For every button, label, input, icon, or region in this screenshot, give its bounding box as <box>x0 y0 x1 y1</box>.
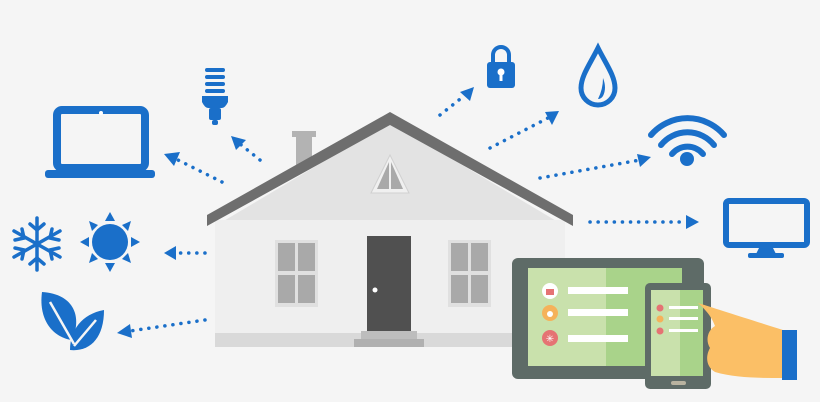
laptop-icon <box>45 106 155 178</box>
snowflake-icon <box>12 216 62 272</box>
pointing-hand <box>698 303 797 380</box>
arrowhead-icon <box>117 324 132 338</box>
leaf-icon <box>41 292 104 351</box>
light-bulb-icon <box>202 68 228 125</box>
arrow-bulb <box>238 142 262 162</box>
arrowhead-icon <box>686 215 699 229</box>
window-left <box>275 240 318 307</box>
monitor-icon <box>723 198 810 258</box>
arrowhead-icon <box>545 111 559 125</box>
sleeve-cuff <box>782 330 797 380</box>
connection-arrows <box>128 94 688 333</box>
wifi-icon <box>648 115 727 166</box>
window-right <box>448 240 491 307</box>
arrowhead-icon <box>637 154 651 167</box>
arrow-wifi <box>538 158 642 180</box>
arrowhead-icon <box>164 152 180 166</box>
lock-icon <box>487 45 515 88</box>
sun-icon <box>80 212 140 272</box>
water-drop-icon <box>578 42 618 108</box>
chimney <box>292 131 316 137</box>
arrow-lock <box>438 94 466 117</box>
arrowhead-icon <box>460 87 474 101</box>
arrowhead-icon <box>231 136 246 150</box>
svg-text:✳: ✳ <box>546 334 554 345</box>
house-illustration <box>207 112 573 347</box>
arrowhead-icon <box>164 246 176 260</box>
door <box>367 236 411 332</box>
arrow-drop <box>488 116 550 150</box>
arrow-laptop <box>176 158 224 184</box>
smartphone-device <box>645 283 711 389</box>
arrow-leaf <box>128 318 207 333</box>
arrow-heads <box>117 87 699 338</box>
